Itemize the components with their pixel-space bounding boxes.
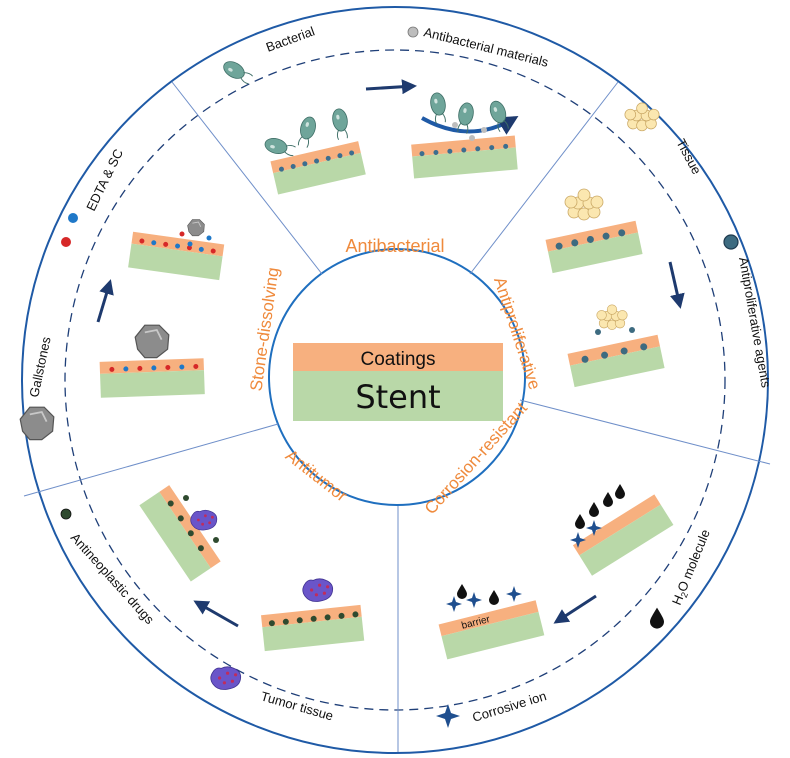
arrow-antitumor bbox=[193, 600, 239, 628]
antitumor-panel-bottom bbox=[261, 604, 365, 652]
stent-label: Stent bbox=[355, 378, 440, 416]
corrosion-panel-top bbox=[572, 494, 674, 576]
sector-dividers bbox=[23, 81, 771, 752]
arrow-corrosion bbox=[553, 594, 597, 624]
corrosion-panel-bottom: barrier bbox=[438, 600, 545, 660]
tumor-top bbox=[190, 509, 218, 531]
stone-dissolving bbox=[187, 219, 205, 237]
stone-panel-top bbox=[128, 231, 225, 281]
stone-whole bbox=[134, 324, 170, 359]
antibacterial-panel-right bbox=[411, 135, 518, 179]
antineoplastic-drug-icon bbox=[60, 508, 72, 520]
coating-layer bbox=[293, 343, 503, 371]
arrow-stone bbox=[96, 279, 114, 323]
stone-panel-bottom bbox=[99, 358, 205, 398]
antiproliferative-panel-bottom bbox=[567, 334, 665, 388]
antitumor-panel-top bbox=[139, 485, 221, 582]
bacteria-cluster-right bbox=[428, 91, 512, 141]
antiproliferative-panel-top bbox=[545, 220, 643, 274]
arrow-antiproliferative bbox=[668, 261, 685, 309]
tumor-bottom bbox=[302, 578, 334, 602]
sc-blue-icon bbox=[68, 213, 78, 223]
tumor-legend-icon bbox=[210, 666, 242, 690]
coating-label: Coatings bbox=[361, 349, 436, 370]
edta-red-icon bbox=[61, 237, 71, 247]
stent-layer bbox=[293, 371, 503, 421]
antiproliferative-agent-icon bbox=[723, 234, 739, 250]
sector-title-antibacterial: Antibacterial bbox=[345, 236, 444, 256]
arrow-antibacterial bbox=[365, 79, 417, 95]
gallstone-legend-icon bbox=[19, 406, 55, 441]
antibacterial-material-icon bbox=[407, 26, 419, 38]
repel-arrow bbox=[421, 115, 519, 135]
antibacterial-panel-left bbox=[270, 141, 366, 195]
dashed-ring bbox=[64, 49, 726, 711]
